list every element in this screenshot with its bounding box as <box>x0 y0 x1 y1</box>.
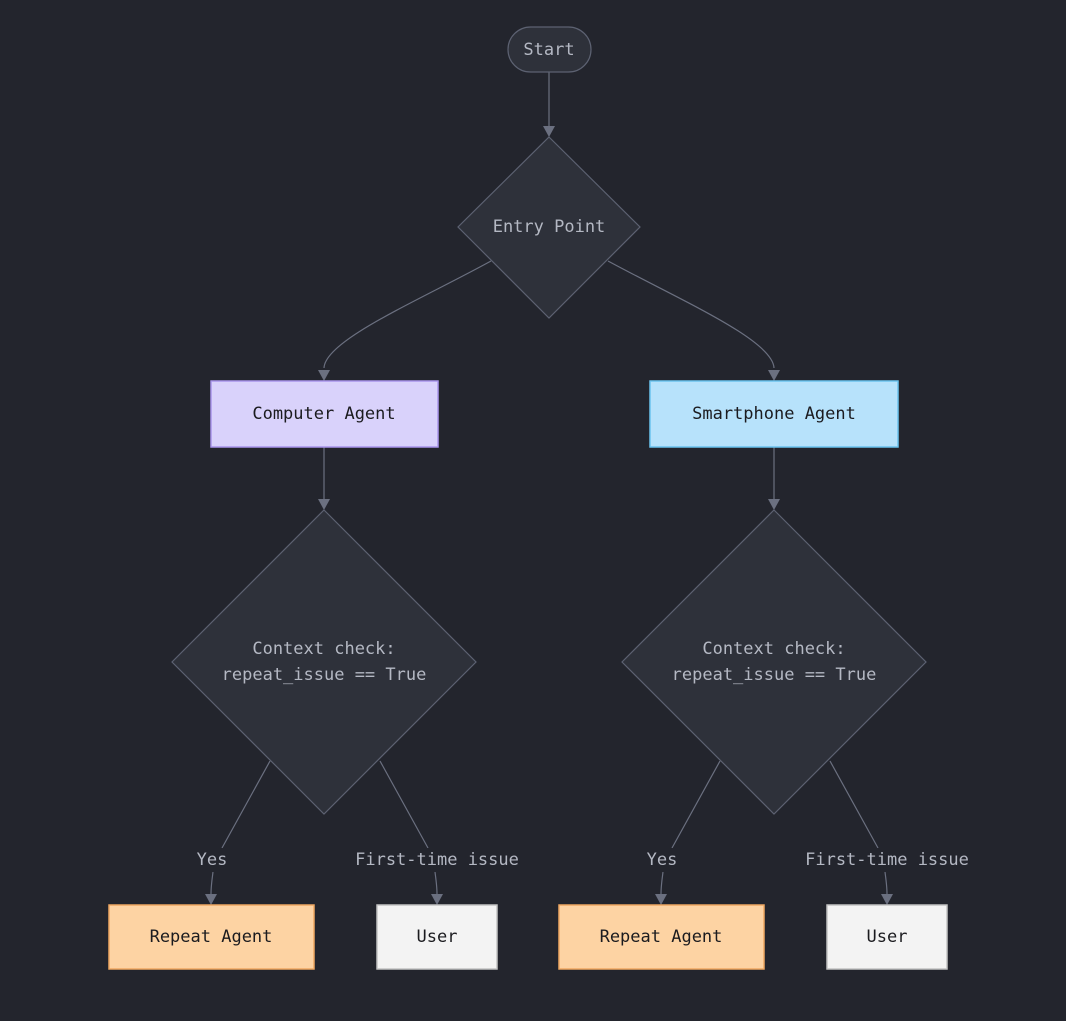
edges <box>205 72 893 905</box>
node-smartphone-agent[interactable]: Smartphone Agent <box>649 380 899 448</box>
node-context-check-right-line1: Context check: <box>702 639 845 659</box>
node-entry-point[interactable]: Entry Point <box>457 136 641 319</box>
node-repeat-agent-right[interactable]: Repeat Agent <box>558 904 765 970</box>
edge-label-first-time-left: First-time issue <box>355 850 519 870</box>
arrowhead-entry <box>543 126 555 137</box>
node-computer-agent-label: Computer Agent <box>252 404 395 424</box>
node-start[interactable]: Start <box>507 26 592 73</box>
node-context-check-right[interactable]: Context check: repeat_issue == True <box>621 509 927 815</box>
edge-check-right-yes <box>660 760 721 895</box>
node-context-check-left[interactable]: Context check: repeat_issue == True <box>171 509 477 815</box>
node-repeat-agent-left-label: Repeat Agent <box>150 927 273 947</box>
arrowhead-check-right <box>768 499 780 510</box>
arrowhead-smartphone-agent <box>768 370 780 381</box>
edge-label-yes-left: Yes <box>197 850 228 870</box>
edge-check-left-yes <box>210 760 271 895</box>
arrowhead-check-left <box>318 499 330 510</box>
edge-entry-to-computer-agent <box>323 260 492 369</box>
arrowhead-repeat-agent-right <box>655 894 667 905</box>
node-start-label: Start <box>523 40 574 60</box>
edge-label-yes-right: Yes <box>647 850 678 870</box>
node-repeat-agent-right-label: Repeat Agent <box>600 927 723 947</box>
node-user-right[interactable]: User <box>826 904 948 970</box>
node-smartphone-agent-label: Smartphone Agent <box>692 404 856 424</box>
node-context-check-right-line2: repeat_issue == True <box>672 665 877 685</box>
arrowhead-computer-agent <box>318 370 330 381</box>
node-computer-agent[interactable]: Computer Agent <box>210 380 439 448</box>
edge-labels: Yes First-time issue Yes First-time issu… <box>192 848 976 872</box>
node-user-left-label: User <box>417 927 458 947</box>
arrowhead-repeat-agent-left <box>205 894 217 905</box>
node-repeat-agent-left[interactable]: Repeat Agent <box>108 904 315 970</box>
node-user-right-label: User <box>867 927 908 947</box>
edge-check-right-first-time <box>829 760 888 895</box>
edge-entry-to-smartphone-agent <box>607 260 775 369</box>
node-user-left[interactable]: User <box>376 904 498 970</box>
arrowhead-user-right <box>881 894 893 905</box>
node-entry-point-label: Entry Point <box>493 217 606 237</box>
node-context-check-left-line2: repeat_issue == True <box>222 665 427 685</box>
edge-label-first-time-right: First-time issue <box>805 850 969 870</box>
arrowhead-user-left <box>431 894 443 905</box>
node-context-check-left-line1: Context check: <box>252 639 395 659</box>
edge-check-left-first-time <box>379 760 438 895</box>
